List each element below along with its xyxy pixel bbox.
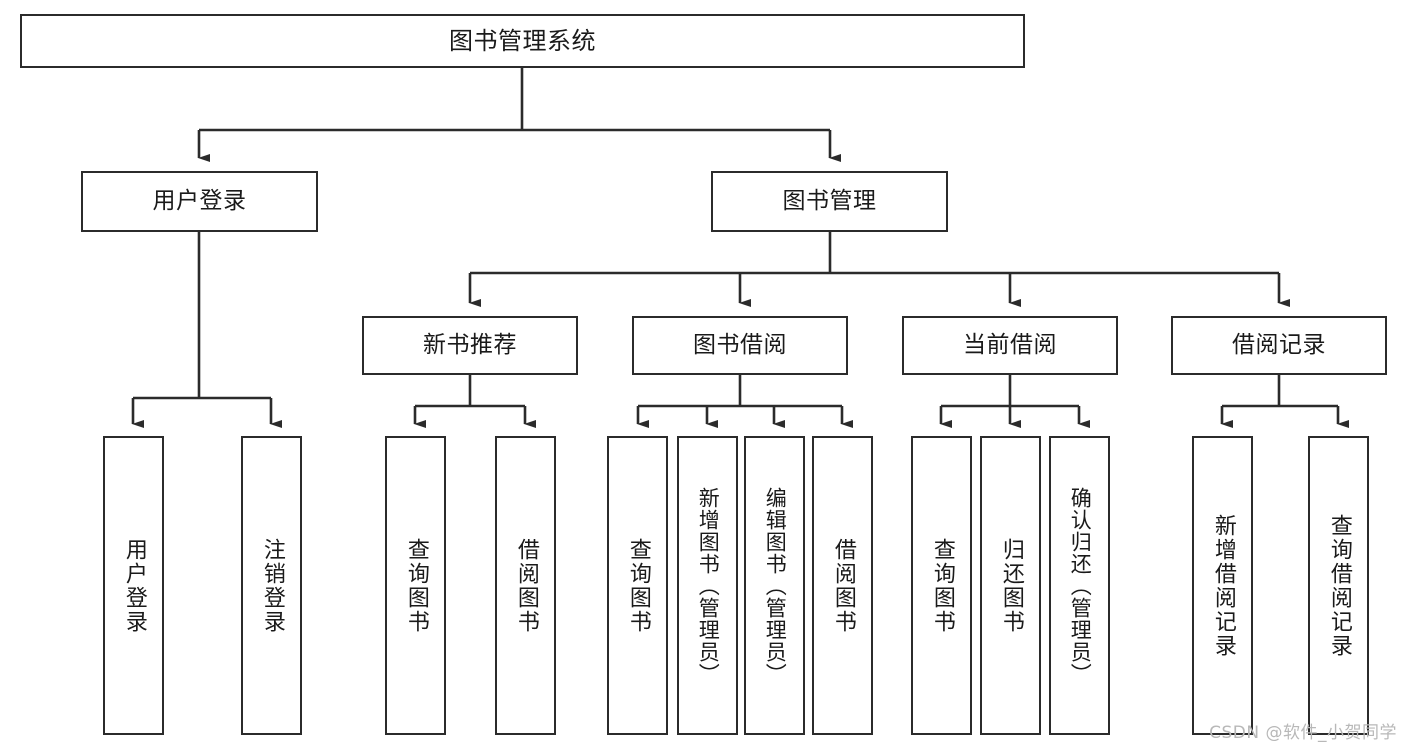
node-label: 查询图书 (625, 537, 651, 634)
leaf-current-borrow-return[interactable]: 归还图书 (980, 436, 1041, 735)
leaf-new-book-borrow[interactable]: 借阅图书 (495, 436, 556, 735)
node-label: 借阅图书 (513, 537, 539, 634)
leaf-borrow-record-add[interactable]: 新增借阅记录 (1192, 436, 1253, 735)
node-book-borrow[interactable]: 图书借阅 (632, 316, 848, 375)
node-label: 用户登录 (152, 187, 247, 214)
node-label: 确认归还（管理员） (1068, 486, 1093, 685)
node-label: 用户登录 (121, 537, 147, 634)
leaf-current-borrow-confirm-return[interactable]: 确认归还（管理员） (1049, 436, 1110, 735)
node-book-management[interactable]: 图书管理 (711, 171, 948, 232)
leaf-user-login-logout[interactable]: 注销登录 (241, 436, 302, 735)
node-label: 归还图书 (998, 537, 1024, 634)
leaf-borrow-record-query[interactable]: 查询借阅记录 (1308, 436, 1369, 735)
node-label: 查询借阅记录 (1326, 513, 1352, 658)
node-current-borrow[interactable]: 当前借阅 (902, 316, 1118, 375)
node-root-system[interactable]: 图书管理系统 (20, 14, 1025, 68)
node-label: 图书管理系统 (449, 26, 596, 55)
node-user-login[interactable]: 用户登录 (81, 171, 318, 232)
leaf-book-borrow-query[interactable]: 查询图书 (607, 436, 668, 735)
leaf-book-borrow-add[interactable]: 新增图书（管理员） (677, 436, 738, 735)
node-label: 编辑图书（管理员） (763, 486, 788, 685)
leaf-book-borrow-edit[interactable]: 编辑图书（管理员） (744, 436, 805, 735)
node-label: 借阅记录 (1232, 331, 1326, 358)
csdn-watermark: CSDN @软件_小贺同学 (1209, 723, 1397, 743)
node-label: 图书借阅 (693, 331, 787, 358)
node-label: 借阅图书 (830, 537, 856, 634)
node-label: 查询图书 (929, 537, 955, 634)
node-label: 新书推荐 (423, 331, 517, 358)
node-borrow-record[interactable]: 借阅记录 (1171, 316, 1387, 375)
node-label: 新增图书（管理员） (696, 486, 721, 685)
node-label: 查询图书 (403, 537, 429, 634)
node-label: 图书管理 (782, 187, 877, 214)
node-label: 注销登录 (259, 537, 285, 634)
leaf-current-borrow-query[interactable]: 查询图书 (911, 436, 972, 735)
leaf-user-login-login[interactable]: 用户登录 (103, 436, 164, 735)
node-label: 新增借阅记录 (1210, 513, 1236, 658)
leaf-book-borrow-borrow[interactable]: 借阅图书 (812, 436, 873, 735)
node-label: 当前借阅 (963, 331, 1057, 358)
node-new-book-recommend[interactable]: 新书推荐 (362, 316, 578, 375)
leaf-new-book-query[interactable]: 查询图书 (385, 436, 446, 735)
